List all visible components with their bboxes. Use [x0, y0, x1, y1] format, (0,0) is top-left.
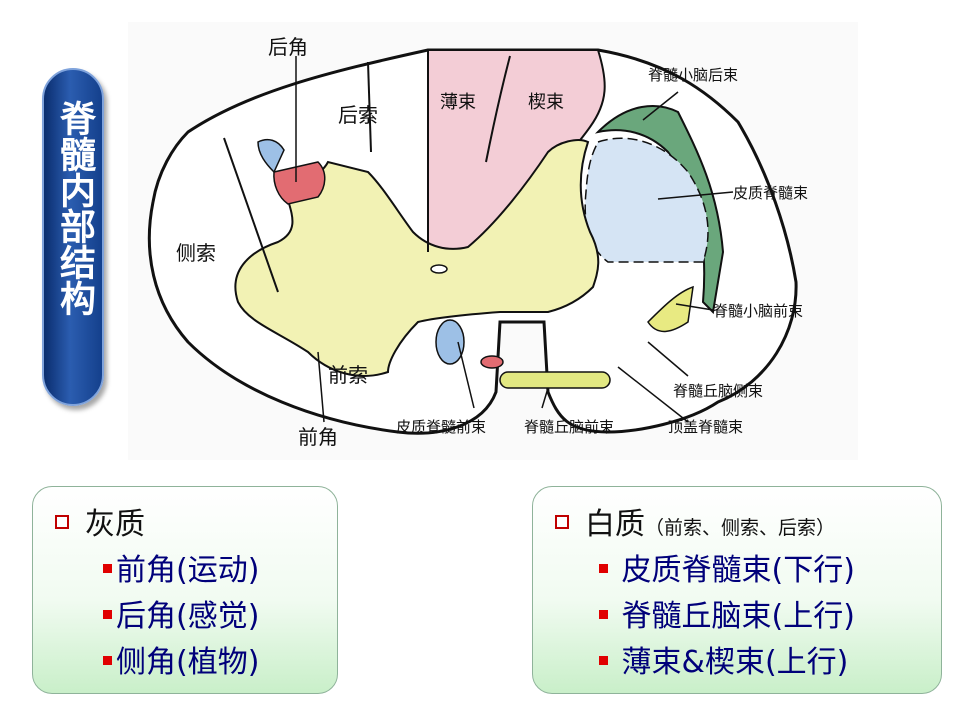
anterior-corticospinal-region — [435, 319, 465, 365]
label-tectospinal: 顶盖脊髓束 — [668, 418, 743, 436]
gray-item-text: 前角(运动) — [116, 553, 260, 588]
label-posterior-funiculus: 后索 — [338, 103, 378, 127]
lateral-corticospinal-region — [584, 137, 709, 263]
label-fasciculus-cuneatus: 楔束 — [528, 92, 564, 113]
red-square-bullet-icon — [103, 656, 112, 665]
label-posterior-horn: 后角 — [268, 35, 308, 59]
label-anterior-funiculus: 前索 — [328, 363, 368, 387]
gray-item-text: 后角(感觉) — [116, 599, 260, 634]
red-square-bullet-icon — [103, 564, 112, 573]
title-pill: 脊髓内部结构 — [42, 68, 104, 406]
gray-item: 前角(运动) — [103, 545, 259, 589]
gray-item: 侧角(植物) — [103, 637, 259, 681]
label-lateral-spinothalamic: 脊髓丘脑侧束 — [673, 382, 763, 400]
gray-item-text: 侧角(植物) — [116, 645, 260, 680]
white-matter-box: 白质（前索、侧索、后索） 皮质脊髓束(下行) 脊髓丘脑束(上行) 薄束&楔束(上… — [532, 486, 942, 694]
white-item-text: 脊髓丘脑束(上行) — [621, 599, 855, 634]
white-item-text: 薄束&楔束(上行) — [621, 645, 849, 680]
white-item: 脊髓丘脑束(上行) — [599, 591, 855, 635]
label-anterior-spinothalamic: 脊髓丘脑前束 — [524, 418, 614, 436]
gray-matter-heading-text: 灰质 — [85, 507, 145, 542]
label-lateral-corticospinal: 皮质脊髓束 — [733, 184, 808, 202]
red-square-bullet-icon — [599, 610, 608, 619]
label-fasciculus-gracilis: 薄束 — [440, 92, 476, 113]
red-square-bullet-icon — [103, 610, 112, 619]
red-square-bullet-icon — [599, 656, 608, 665]
tectospinal-region — [480, 355, 504, 369]
label-anterior-horn: 前角 — [298, 425, 338, 449]
posterior-spinocerebellar-region — [594, 105, 725, 315]
white-item: 皮质脊髓束(下行) — [599, 545, 855, 589]
white-matter-note: （前索、侧索、后索） — [645, 517, 836, 539]
white-matter-heading-text: 白质 — [585, 507, 645, 542]
lissauer-tract — [257, 138, 285, 174]
anterior-spinocerebellar-region — [647, 285, 694, 333]
red-square-bullet-icon — [599, 564, 608, 573]
white-item-text: 皮质脊髓束(下行) — [621, 553, 855, 588]
gray-matter — [234, 139, 600, 377]
anterior-spinothalamic-region — [499, 371, 611, 389]
gray-matter-box: 灰质 前角(运动) 后角(感觉) 侧角(植物) — [32, 486, 338, 694]
slide-title: 脊髓内部结构 — [54, 100, 95, 316]
white-item: 薄束&楔束(上行) — [599, 637, 848, 681]
label-lateral-funiculus: 侧索 — [176, 241, 216, 265]
white-matter-heading: 白质（前索、侧索、后索） — [555, 499, 835, 543]
spinal-cord-diagram: 后角 后索 薄束 楔束 脊髓小脑后束 皮质脊髓束 侧索 脊髓小脑前束 脊髓丘脑侧… — [128, 22, 858, 460]
hollow-square-bullet-icon — [555, 514, 569, 529]
hollow-square-bullet-icon — [55, 514, 69, 529]
label-anterior-corticospinal: 皮质脊髓前束 — [396, 418, 486, 436]
posterior-horn-tip — [273, 161, 326, 205]
label-posterior-spinocerebellar: 脊髓小脑后束 — [648, 66, 738, 84]
gray-item: 后角(感觉) — [103, 591, 259, 635]
gray-matter-heading: 灰质 — [55, 499, 145, 543]
label-anterior-spinocerebellar: 脊髓小脑前束 — [713, 302, 803, 320]
